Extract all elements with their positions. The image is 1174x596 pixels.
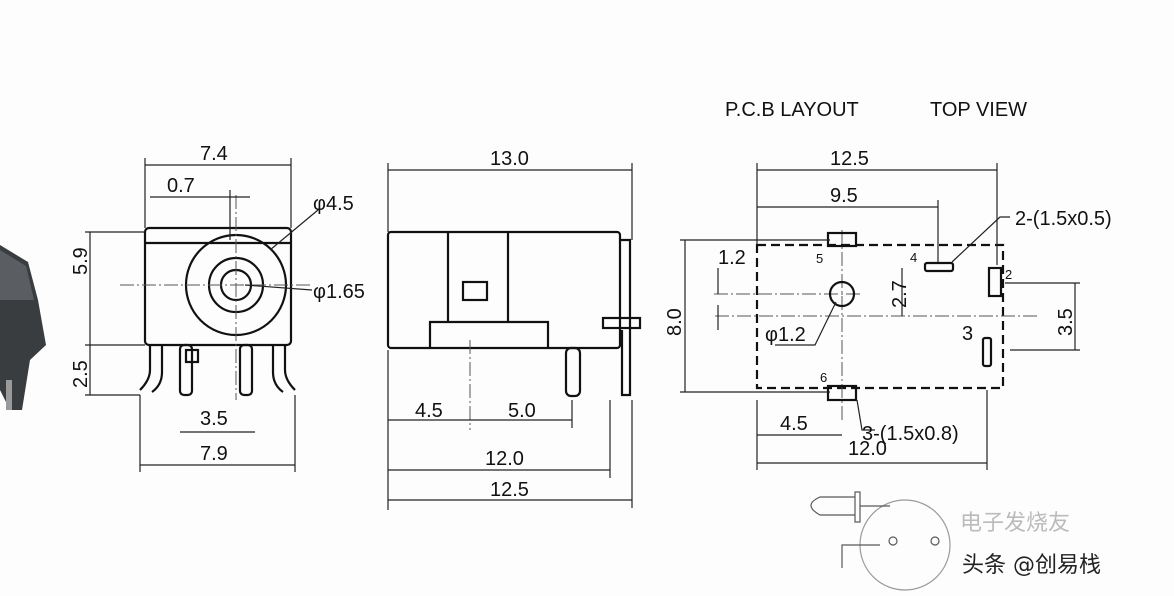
front-pin-spacing: 3.5 <box>200 408 228 430</box>
front-view <box>85 158 319 472</box>
front-outer-diameter: φ4.5 <box>313 193 354 215</box>
pcb-pin4-offset: 9.5 <box>830 185 858 207</box>
pcb-base-width: 12.0 <box>848 438 887 460</box>
side-view <box>386 163 642 510</box>
product-photo-fragment <box>0 245 46 410</box>
side-pin-offset-2: 5.0 <box>508 400 536 422</box>
pcb-layout <box>680 163 1080 470</box>
pcb-slot-note: 2-(1.5x0.5) <box>1015 208 1112 230</box>
pcb-center-offset: 4.5 <box>780 413 808 435</box>
pin-label-5: 5 <box>816 251 823 266</box>
pcb-pad-note: 3-(1.5x0.8) <box>862 423 959 445</box>
front-offset: 0.7 <box>167 175 195 197</box>
watermark-faded-text: 电子发烧友 <box>960 511 1070 536</box>
pcb-offset-2-7: 2.7 <box>889 280 911 308</box>
front-inner-diameter: φ1.65 <box>313 281 365 303</box>
side-length: 13.0 <box>490 148 529 170</box>
pin-label-4: 4 <box>910 250 917 265</box>
side-pin-offset-1: 4.5 <box>415 400 443 422</box>
pcb-pin-spacing: 3.5 <box>1055 308 1077 336</box>
watermark-text: 头条 @创易栈 <box>962 553 1101 578</box>
pcb-title: P.C.B LAYOUT <box>725 99 859 121</box>
front-height: 5.9 <box>70 247 92 275</box>
watermark-logo <box>810 491 951 591</box>
pin-label-3: 3 <box>962 323 973 345</box>
side-overall-length: 12.5 <box>490 479 529 501</box>
pcb-offset-1-2: 1.2 <box>718 247 746 269</box>
pin-label-6: 6 <box>820 370 827 385</box>
front-pin-height: 2.5 <box>70 360 92 388</box>
pcb-hole-diameter: φ1.2 <box>765 324 806 346</box>
front-width-top: 7.4 <box>200 143 228 165</box>
pin-label-2: 2 <box>1005 267 1012 282</box>
front-width-bottom: 7.9 <box>200 443 228 465</box>
side-base-length: 12.0 <box>485 448 524 470</box>
pcb-width: 12.5 <box>830 148 869 170</box>
pcb-height: 8.0 <box>664 308 686 336</box>
pcb-view-label: TOP VIEW <box>930 99 1027 121</box>
